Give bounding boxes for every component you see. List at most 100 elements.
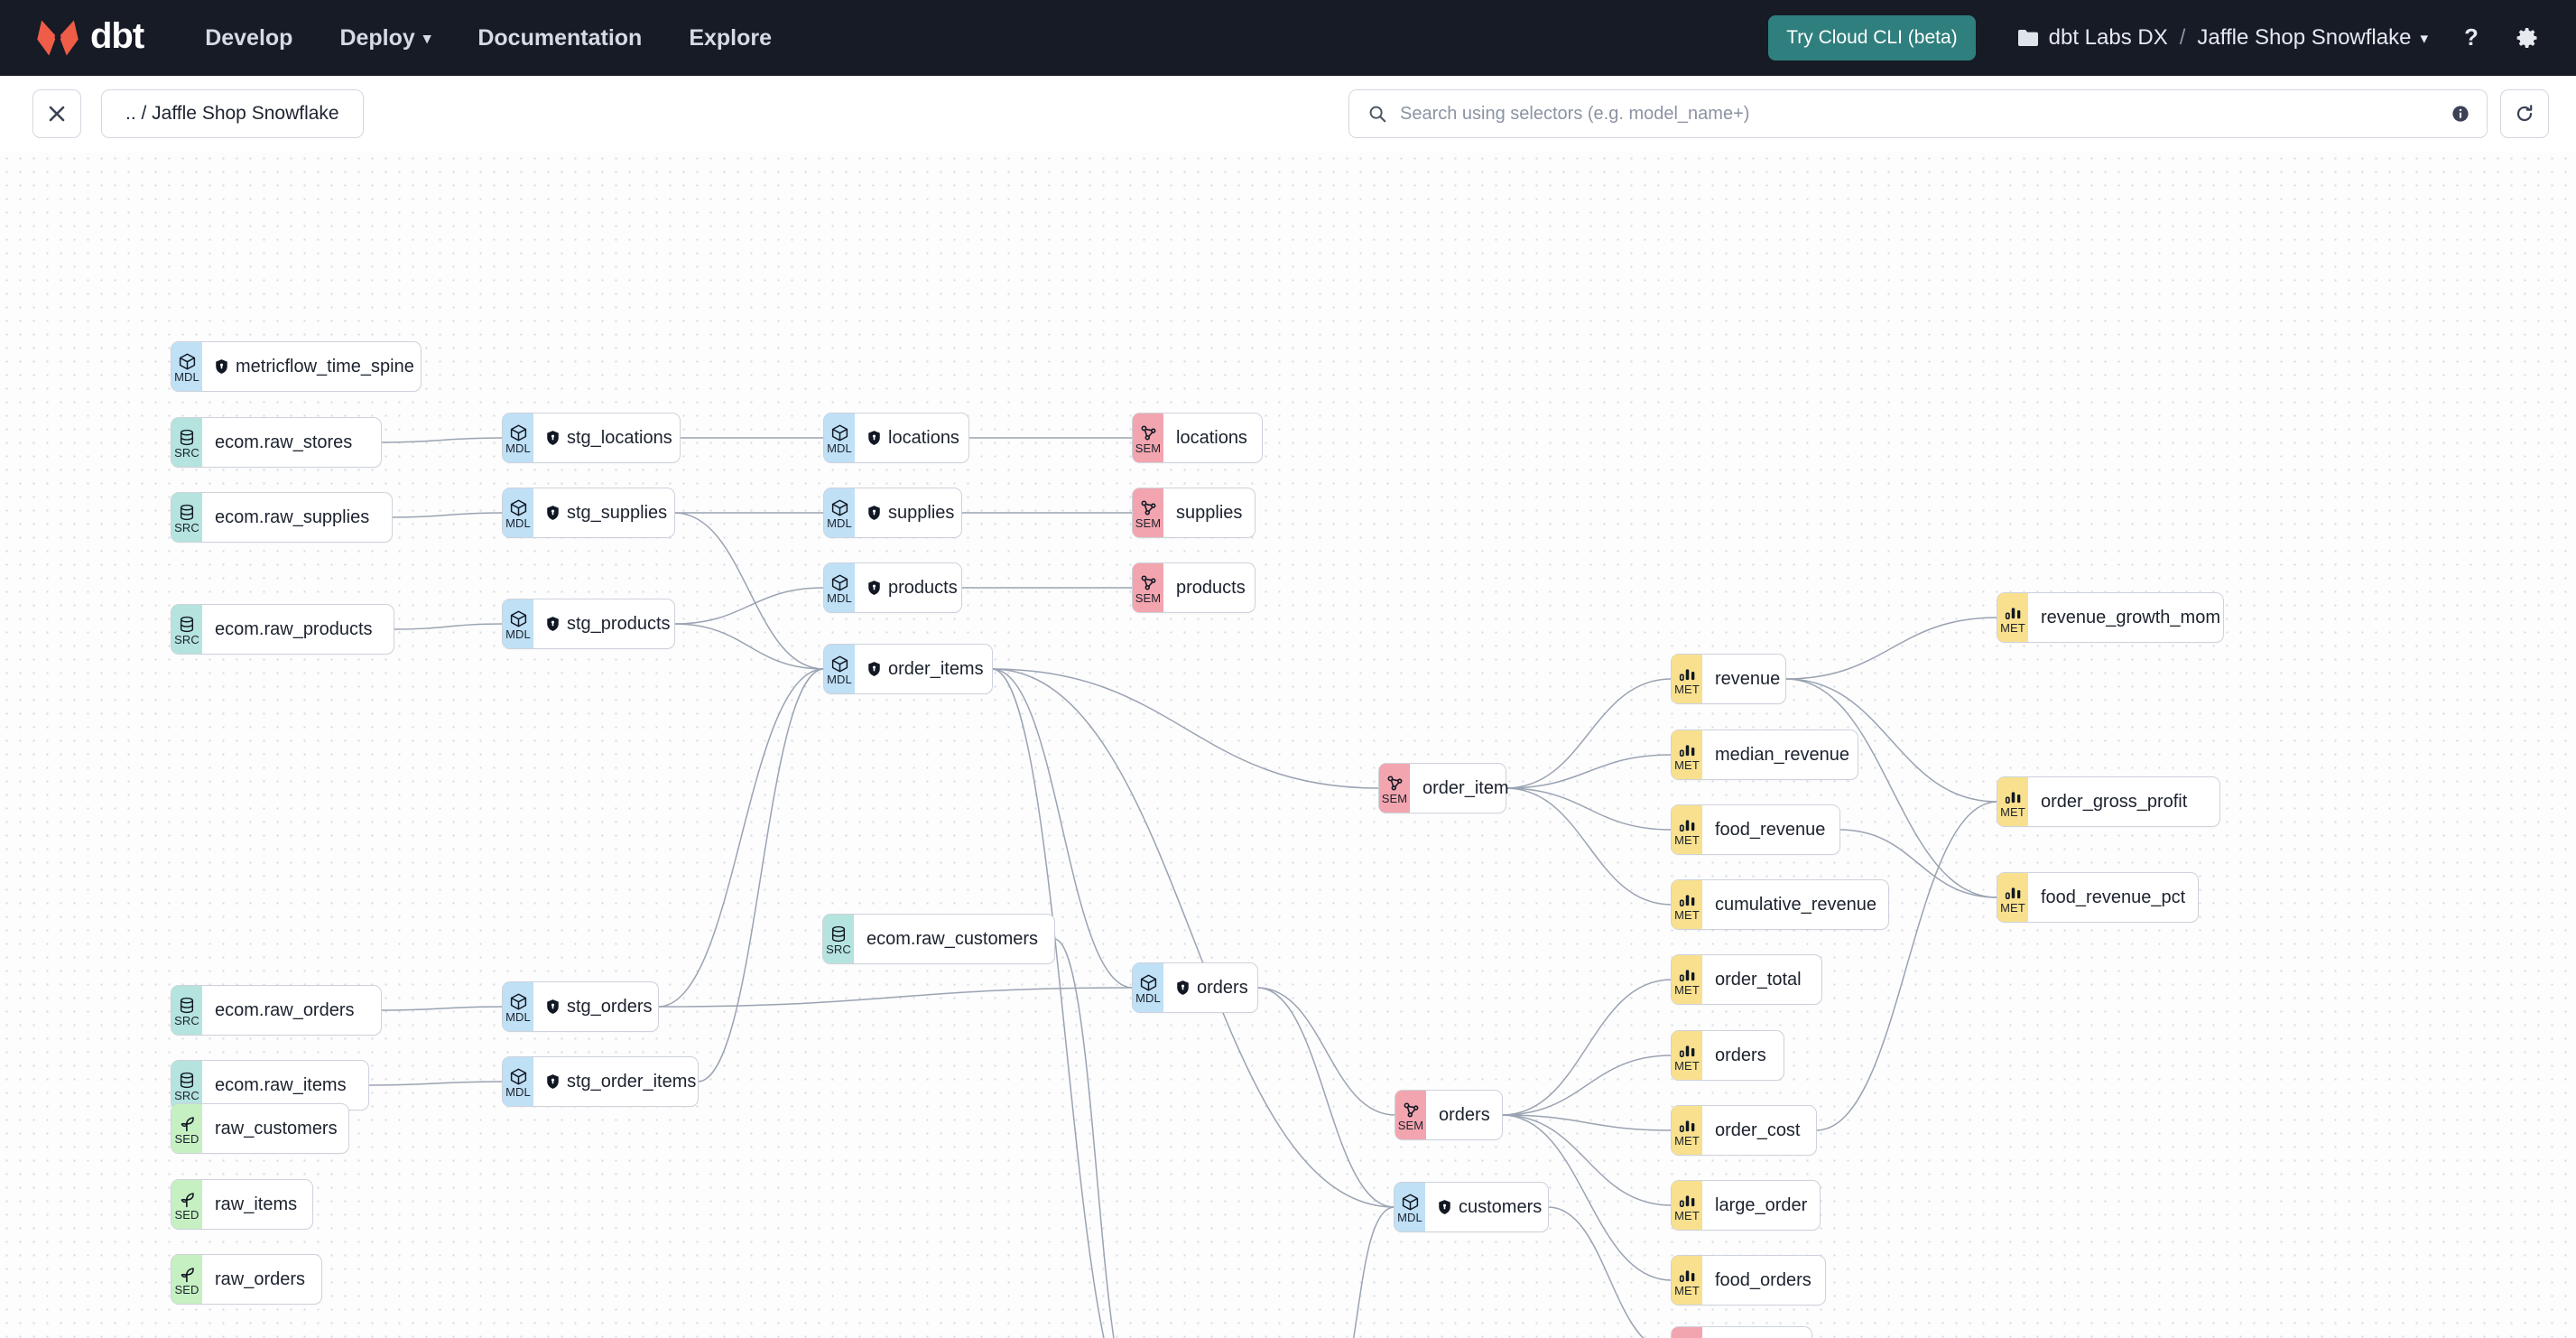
lineage-edge [1505, 787, 1673, 831]
top-nav-right-group: Try Cloud CLI (beta) dbt Labs DX / Jaffl… [1768, 15, 2540, 60]
node-label: large_order [1715, 1194, 1808, 1215]
node-type-badge-sem: SEM [1672, 1327, 1702, 1338]
project-selector[interactable]: Jaffle Shop Snowflake ▾ [2197, 25, 2428, 51]
node-label: raw_items [215, 1194, 298, 1214]
node-type-badge-met: MET [1997, 873, 2028, 922]
nav-link-develop[interactable]: Develop [205, 25, 292, 51]
lineage-edge [697, 668, 825, 1082]
info-circle-icon[interactable] [2451, 104, 2470, 124]
cube-icon [1139, 973, 1158, 992]
node-type-badge-mdl: MDL [824, 563, 855, 612]
graph-node-sed_raw_items[interactable]: SED raw_items [171, 1180, 312, 1229]
dbt-logo[interactable]: dbt [34, 14, 144, 61]
lineage-edge [1505, 678, 1673, 789]
lineage-edge [1784, 678, 1998, 898]
bar-chart-icon [1678, 965, 1697, 984]
governance-shield-icon [1439, 1200, 1450, 1214]
node-label: ecom.raw_stores [215, 432, 353, 452]
node-type-label: SED [174, 1207, 199, 1222]
node-type-label: SRC [174, 1013, 199, 1027]
breadcrumb-pill[interactable]: .. / Jaffle Shop Snowflake [101, 89, 364, 138]
node-type-badge-mdl: MDL [171, 342, 202, 391]
database-icon [178, 503, 196, 522]
nav-link-documentation[interactable]: Documentation [477, 25, 642, 51]
search-container[interactable] [1348, 89, 2488, 138]
node-type-label: MET [1674, 682, 1700, 696]
lineage-edge [1501, 1055, 1673, 1116]
cube-icon [509, 1067, 528, 1086]
try-cloud-cli-button[interactable]: Try Cloud CLI (beta) [1768, 15, 1976, 60]
node-label-wrap: ecom.raw_customers [854, 915, 1052, 963]
node-type-label: SED [174, 1131, 199, 1146]
governance-shield-icon [868, 662, 880, 676]
sprout-icon [178, 1265, 197, 1284]
cube-icon [178, 352, 197, 371]
lineage-edge [380, 437, 504, 443]
refresh-graph-button[interactable] [2500, 89, 2549, 138]
gear-icon[interactable] [2515, 25, 2540, 51]
lineage-edge [1256, 987, 1395, 1208]
nav-link-deploy[interactable]: Deploy ▾ [339, 25, 431, 51]
search-input[interactable] [1400, 103, 2451, 125]
node-type-label: SRC [174, 1088, 199, 1102]
lineage-edge [1501, 1114, 1673, 1131]
cube-icon [509, 992, 528, 1011]
bar-chart-icon [1678, 1041, 1697, 1060]
nav-link-explore[interactable]: Explore [689, 25, 772, 51]
node-type-label: MET [1674, 1133, 1700, 1148]
node-label-wrap: orders [1426, 1091, 1505, 1139]
close-x-icon [49, 106, 65, 122]
node-label-wrap: stg_locations [533, 413, 687, 462]
node-type-badge-met: MET [1672, 880, 1702, 929]
node-label: orders [1197, 977, 1248, 998]
node-label-wrap: customers [1702, 1327, 1812, 1338]
close-graph-button[interactable] [32, 89, 81, 138]
cube-icon [830, 655, 849, 674]
graph-node-icon [1385, 774, 1404, 793]
node-label-wrap: products [855, 563, 972, 612]
node-label: order_gross_profit [2041, 791, 2188, 812]
lineage-edge [991, 668, 1380, 789]
graph-node-sem_customers[interactable]: SEMcustomers [1672, 1327, 1812, 1338]
question-mark-icon[interactable]: ? [2459, 24, 2484, 51]
node-type-label: MET [2000, 900, 2025, 915]
